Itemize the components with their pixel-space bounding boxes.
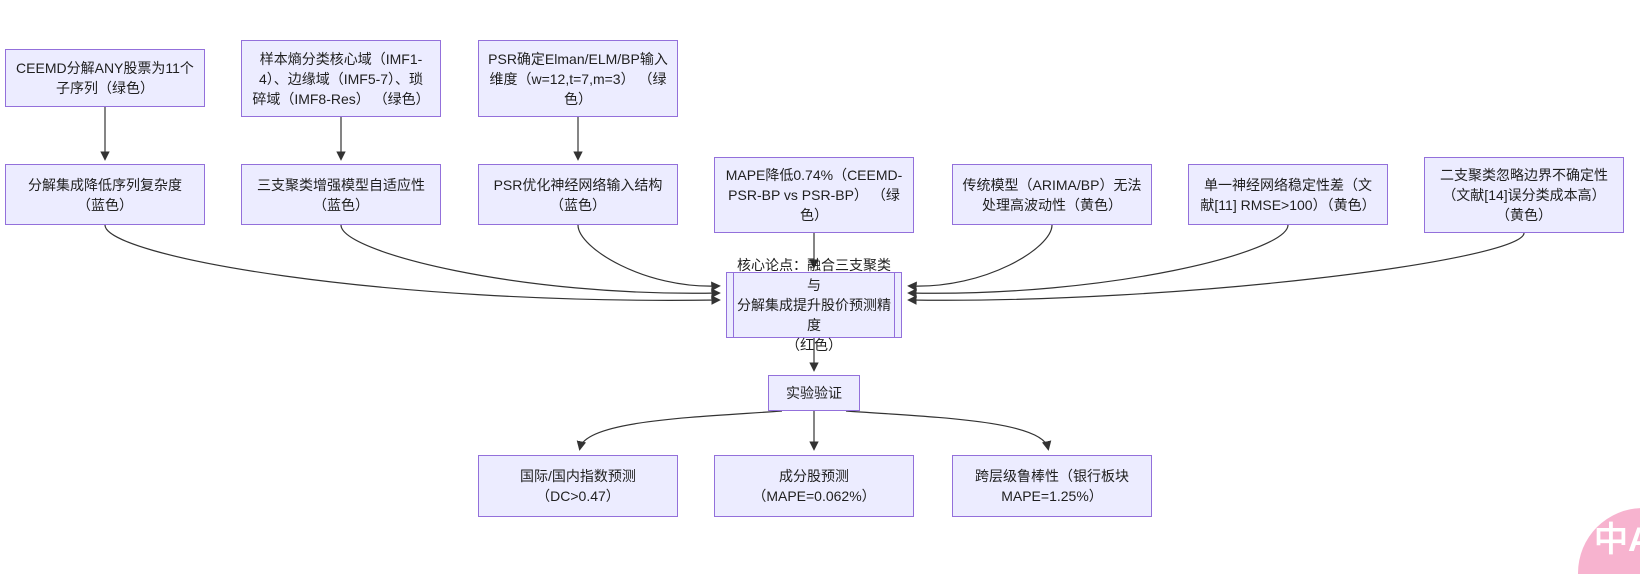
node-cross-level-robustness: 跨层级鲁棒性（银行板块 MAPE=1.25%） [952,455,1152,517]
edge-c7-core [907,232,1525,305]
node-psr-optimizes-input: PSR优化神经网络输入结构 （蓝色） [478,164,678,225]
node-three-way-clustering-adaptivity: 三支聚类增强模型自适应性 （蓝色） [241,164,441,225]
node-experiment-validation: 实验验证 [768,375,860,411]
edge-exp-d1 [576,410,783,451]
node-single-nn-instability: 单一神经网络稳定性差（文 献[11] RMSE>100）（黄色） [1188,164,1388,225]
node-sample-entropy-domains: 样本熵分类核心域（IMF1- 4）、边缘域（IMF5-7）、琐 碎域（IMF8-… [241,40,441,117]
edge-c1-core [104,224,721,305]
translate-button-label: 中A [1594,521,1640,559]
translate-floating-button[interactable]: 中A [1578,508,1640,574]
node-traditional-model-limitation: 传统模型（ARIMA/BP）无法 处理高波动性（黄色） [952,164,1152,225]
node-core-thesis: 核心论点：融合三支聚类与 分解集成提升股价预测精度 （红色） [726,257,902,353]
edge-c5-core [907,224,1053,292]
node-decomposition-reduces-complexity: 分解集成降低序列复杂度 （蓝色） [5,164,205,225]
node-psr-input-dimension: PSR确定Elman/ELM/BP输入 维度（w=12,t=7,m=3） （绿 … [478,40,678,117]
edge-c3-core [577,224,721,292]
edge-c6-core [907,224,1289,298]
edge-exp-d3 [845,410,1052,451]
node-constituent-prediction: 成分股预测 （MAPE=0.062%） [714,455,914,517]
node-mape-reduction: MAPE降低0.74%（CEEMD- PSR-BP vs PSR-BP） （绿 … [714,157,914,233]
node-ceemd-decomposition: CEEMD分解ANY股票为11个 子序列（绿色） [5,49,205,107]
edge-c2-core [340,224,721,298]
node-two-way-clustering-limitation: 二支聚类忽略边界不确定性 （文献[14]误分类成本高） （黄色） [1424,157,1624,233]
node-index-prediction: 国际/国内指数预测 （DC>0.47） [478,455,678,517]
